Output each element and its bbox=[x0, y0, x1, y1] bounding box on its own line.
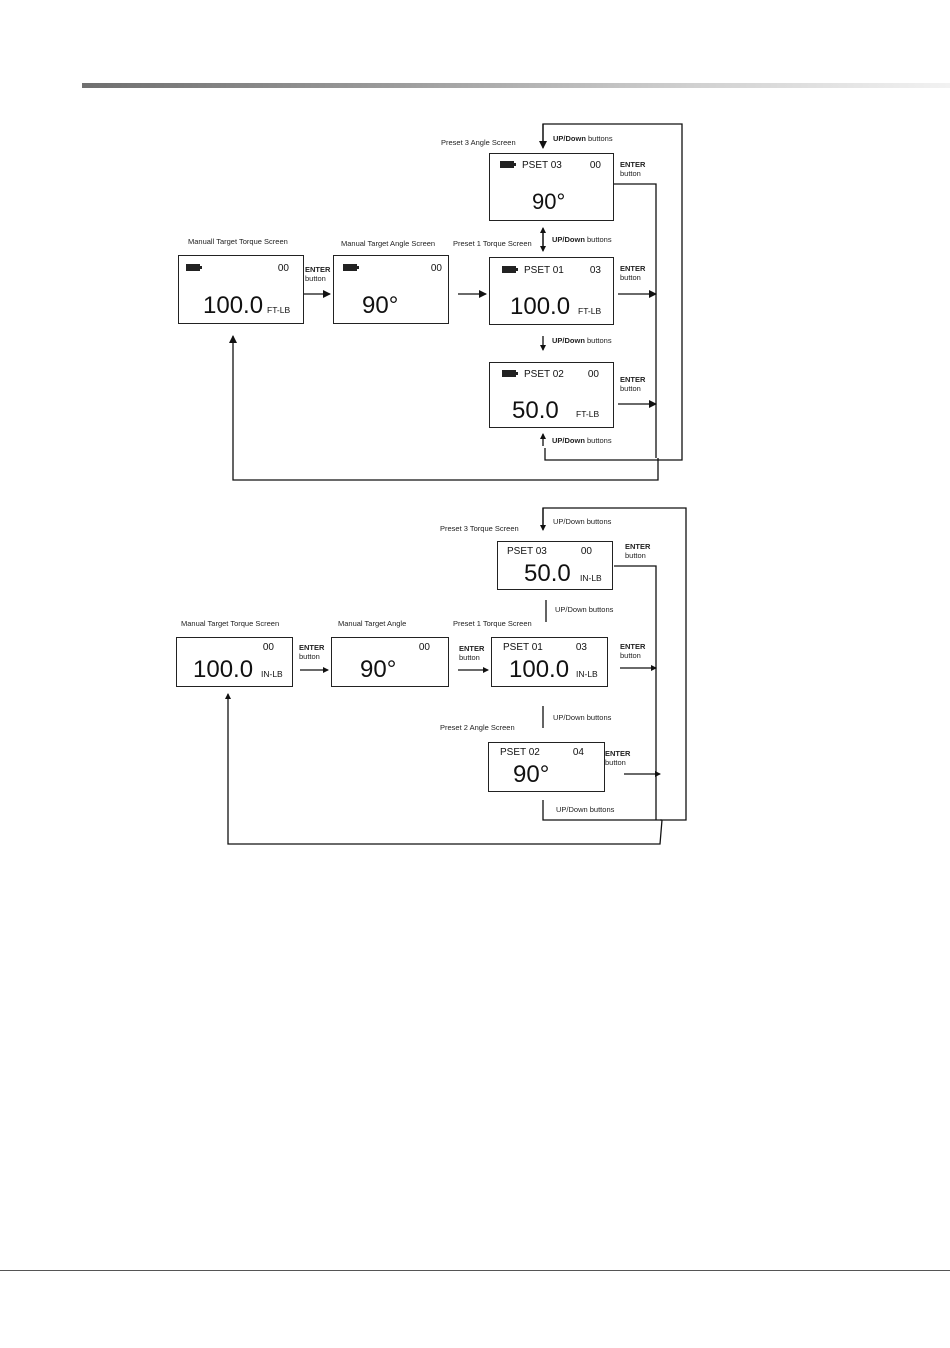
caption-preset2-angle-2: Preset 2 Angle Screen bbox=[440, 723, 515, 732]
line-p3-enter bbox=[614, 183, 657, 458]
lcd-unit: IN-LB bbox=[576, 669, 598, 679]
label-updown-top: UP/Down buttons bbox=[553, 134, 613, 143]
caption-preset1-torque: Preset 1 Torque Screen bbox=[453, 239, 532, 248]
line-return-2 bbox=[225, 693, 663, 845]
lcd-count: 00 bbox=[587, 369, 599, 380]
lcd-value: 90° bbox=[362, 292, 399, 319]
lcd-value: 50.0 bbox=[524, 560, 571, 587]
line-return-1 bbox=[229, 335, 659, 481]
label-updown-5: UP/Down buttons bbox=[553, 713, 612, 722]
header-rule bbox=[82, 83, 950, 88]
lcd-value: 90° bbox=[360, 656, 397, 683]
lcd-preset-name: PSET 01 bbox=[524, 265, 564, 276]
lcd-preset2-angle-2: PSET 02 04 90° bbox=[488, 742, 605, 792]
lcd-preset1-torque: PSET 01 03 100.0 FT-LB bbox=[489, 257, 614, 325]
lcd-unit: FT-LB bbox=[267, 305, 291, 315]
battery-icon bbox=[500, 161, 516, 168]
lcd-count: 00 bbox=[262, 642, 274, 653]
label-updown-1: UP/Down buttons bbox=[552, 235, 612, 244]
lcd-preset-name: PSET 01 bbox=[503, 642, 543, 653]
lcd-unit: IN-LB bbox=[580, 573, 602, 583]
footer-rule bbox=[0, 1270, 950, 1271]
lcd-manual-angle-2: 00 90° bbox=[331, 637, 449, 687]
caption-preset3-angle: Preset 3 Angle Screen bbox=[441, 138, 516, 147]
caption-manual-torque: Manuall Target Torque Screen bbox=[188, 237, 288, 246]
lcd-preset-name: PSET 03 bbox=[522, 160, 562, 171]
caption-manual-torque-2: Manual Target Torque Screen bbox=[181, 619, 280, 628]
battery-icon bbox=[502, 370, 518, 377]
lcd-preset3-torque-2: PSET 03 00 50.0 IN-LB bbox=[497, 541, 613, 590]
lcd-count: 04 bbox=[572, 747, 584, 758]
lcd-value: 100.0 bbox=[510, 293, 571, 320]
lcd-count: 03 bbox=[589, 265, 601, 276]
lcd-unit: FT-LB bbox=[576, 409, 600, 419]
lcd-count: 00 bbox=[277, 263, 289, 274]
label-updown-top-2: UP/Down buttons bbox=[553, 517, 612, 526]
lcd-unit: IN-LB bbox=[261, 669, 283, 679]
lcd-value: 90° bbox=[513, 761, 550, 788]
lcd-manual-torque-2: 00 100.0 IN-LB bbox=[176, 637, 293, 687]
lcd-unit: FT-LB bbox=[578, 306, 602, 316]
lcd-value: 100.0 bbox=[193, 656, 254, 683]
caption-preset3-torque-2: Preset 3 Torque Screen bbox=[440, 524, 519, 533]
line-p3b-enter bbox=[614, 565, 657, 820]
label-updown-4: UP/Down buttons bbox=[555, 605, 614, 614]
lcd-value: 100.0 bbox=[509, 656, 570, 683]
label-updown-3: UP/Down buttons bbox=[552, 436, 612, 445]
lcd-value: 100.0 bbox=[203, 292, 264, 319]
lcd-preset-name: PSET 02 bbox=[524, 369, 564, 380]
lcd-value: 50.0 bbox=[512, 397, 559, 424]
lcd-preset1-torque-2: PSET 01 03 100.0 IN-LB bbox=[491, 637, 608, 687]
lcd-value: 90° bbox=[532, 189, 566, 214]
lcd-preset-name: PSET 03 bbox=[507, 546, 547, 557]
battery-icon bbox=[343, 264, 359, 271]
lcd-manual-torque: 00 100.0 FT-LB bbox=[178, 255, 304, 324]
lcd-count: 00 bbox=[580, 546, 592, 557]
caption-manual-angle-2: Manual Target Angle bbox=[338, 619, 407, 628]
lcd-preset2-torque: PSET 02 00 50.0 FT-LB bbox=[489, 362, 614, 428]
lcd-preset3-angle: PSET 03 00 90° bbox=[489, 153, 614, 221]
lcd-count: 00 bbox=[589, 160, 601, 171]
label-updown-2: UP/Down buttons bbox=[552, 336, 612, 345]
lcd-count: 00 bbox=[430, 263, 442, 274]
lcd-count: 03 bbox=[575, 642, 587, 653]
lcd-manual-angle: 00 90° bbox=[333, 255, 449, 324]
lcd-count: 00 bbox=[418, 642, 430, 653]
label-updown-6: UP/Down buttons bbox=[556, 805, 615, 814]
battery-icon bbox=[186, 264, 202, 271]
line-updown-6 bbox=[542, 800, 662, 821]
caption-manual-angle: Manual Target Angle Screen bbox=[341, 239, 436, 248]
caption-preset1-torque-2: Preset 1 Torque Screen bbox=[453, 619, 532, 628]
lcd-preset-name: PSET 02 bbox=[500, 747, 540, 758]
battery-icon bbox=[502, 266, 518, 273]
